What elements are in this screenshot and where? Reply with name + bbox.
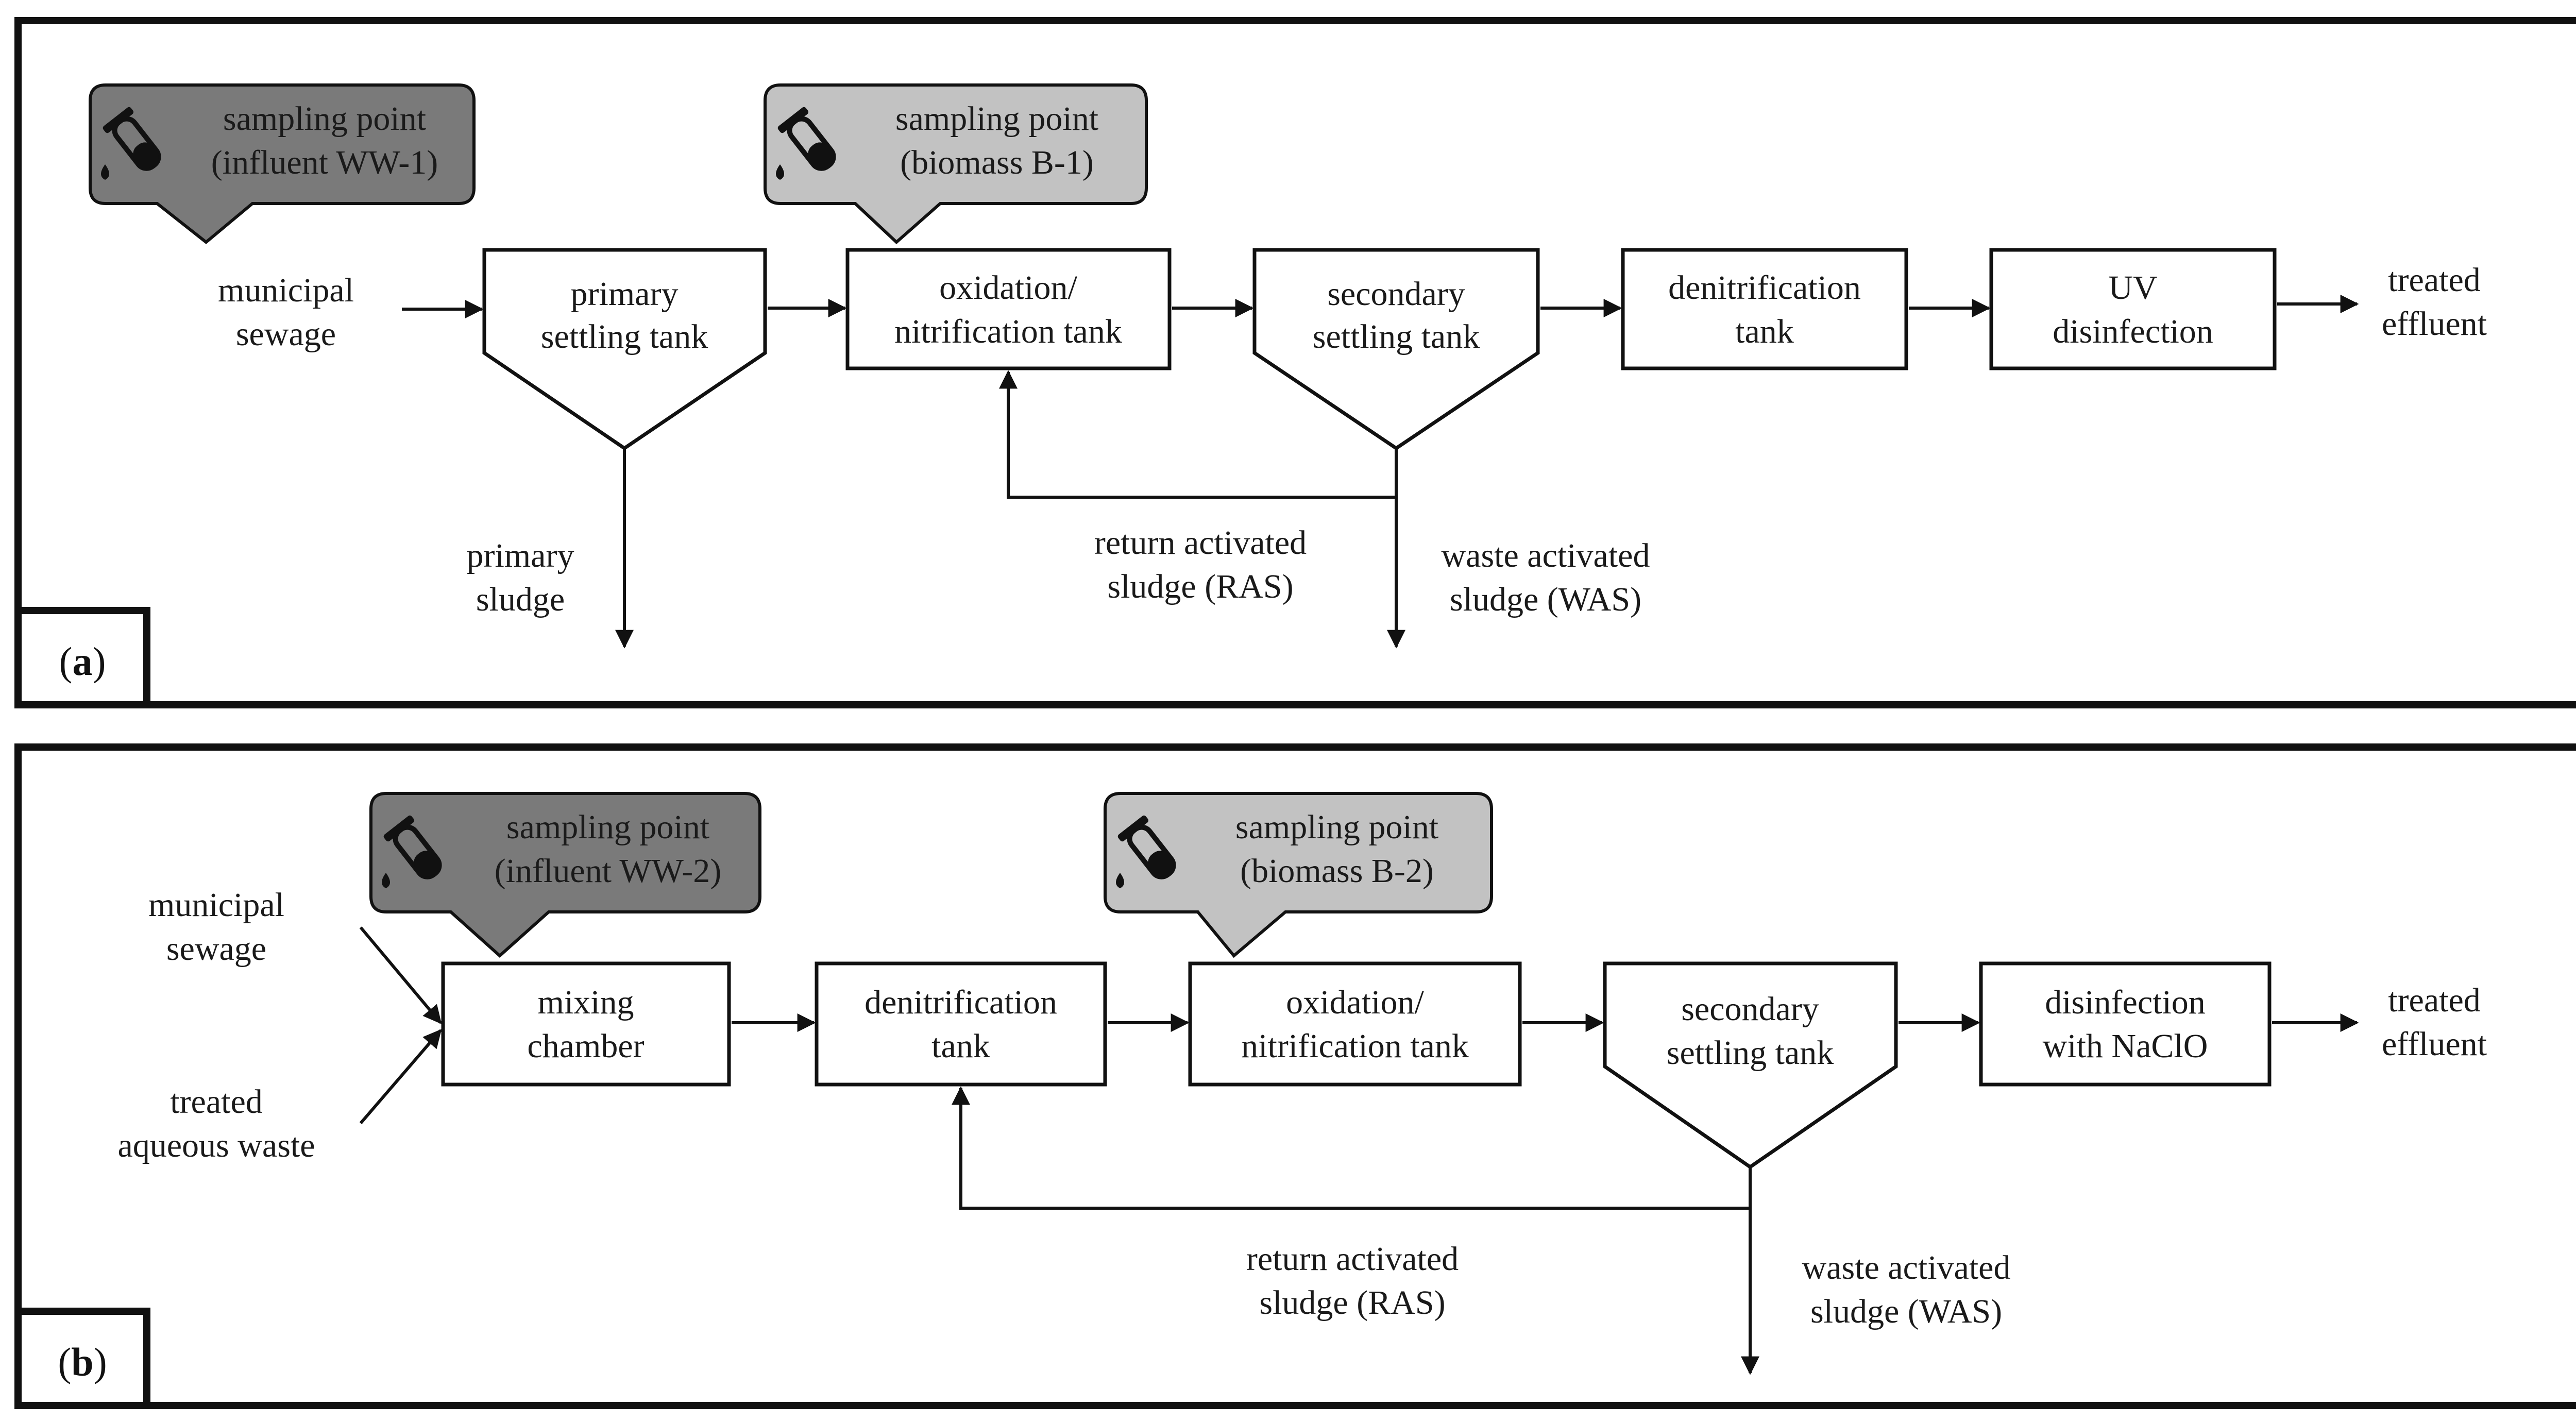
oxidation-nitrification-tank: oxidation/ nitrification tank <box>845 248 1172 370</box>
unit-label-line-2: chamber <box>527 1027 644 1065</box>
unit-label-line-2: disinfection <box>2053 313 2213 350</box>
output-label-line-2: effluent <box>2382 305 2487 343</box>
tank-label-line-2: nitrification tank <box>1241 1027 1469 1065</box>
panel-a: sampling point (influent WW-1) sampling … <box>14 17 2576 708</box>
denitrification-tank: denitrification tank <box>1621 248 1908 370</box>
input-1-line-1: municipal <box>148 886 284 924</box>
panel-label: (b) <box>58 1340 107 1384</box>
unit-label-line-1: UV <box>2108 269 2157 307</box>
sampling-callout-influent-ww1: sampling point (influent WW-1) <box>89 83 476 244</box>
ras-line-2: sludge (RAS) <box>1107 568 1293 605</box>
ras-return-line <box>999 370 1398 499</box>
primary-settling-tank: primary settling tank <box>482 248 767 451</box>
tank-label-line-1: denitrification <box>865 984 1057 1021</box>
input-2-line-1: treated <box>170 1083 263 1121</box>
input-1-line-2: sewage <box>166 930 266 968</box>
ras-line-2: sludge (RAS) <box>1259 1284 1445 1322</box>
secondary-settling-tank: secondary settling tank <box>1252 248 1540 451</box>
mixing-chamber: mixing chamber <box>441 961 731 1087</box>
ras-line-1: return activated <box>1094 524 1307 562</box>
flow-arrow <box>359 926 442 1024</box>
callout-line-2: (biomass B-1) <box>900 144 1094 181</box>
denitrification-tank: denitrification tank <box>815 961 1107 1087</box>
output-label-line-2: effluent <box>2382 1025 2487 1063</box>
panel-a-frame <box>14 17 2576 708</box>
was-line-2: sludge (WAS) <box>1450 581 1641 618</box>
sampling-callout-influent-ww2: sampling point (influent WW-2) <box>369 792 761 958</box>
tank-label-line-2: nitrification tank <box>894 313 1122 350</box>
unit-label-line-1: mixing <box>537 984 634 1021</box>
input-label-line-2: sewage <box>236 315 336 353</box>
tank-label-line-2: tank <box>1735 313 1794 350</box>
tank-label-line-2: settling tank <box>541 318 708 356</box>
callout-line-2: (biomass B-2) <box>1240 852 1434 890</box>
ras-line-1: return activated <box>1246 1240 1459 1278</box>
panel-b-frame <box>14 743 2576 1409</box>
tank-label-line-1: secondary <box>1327 275 1465 313</box>
sampling-callout-biomass-b2: sampling point (biomass B-2) <box>1104 792 1493 958</box>
oxidation-nitrification-tank: oxidation/ nitrification tank <box>1188 961 1522 1087</box>
tank-label-line-1: denitrification <box>1668 269 1861 307</box>
primary-sludge-line-1: primary <box>467 537 574 574</box>
tank-label-line-2: settling tank <box>1667 1034 1834 1072</box>
tank-label-line-2: settling tank <box>1313 318 1480 356</box>
output-label-line-1: treated <box>2388 981 2481 1019</box>
tank-label-line-1: oxidation/ <box>939 269 1077 307</box>
callout-line-2: (influent WW-2) <box>495 852 721 890</box>
ras-return-line <box>952 1086 1752 1210</box>
was-line-2: sludge (WAS) <box>1810 1293 2002 1330</box>
primary-sludge-line-2: sludge <box>476 581 565 618</box>
input-label-line-1: municipal <box>218 272 354 309</box>
callout-line-1: sampling point <box>223 100 426 138</box>
was-line-1: waste activated <box>1802 1249 2011 1286</box>
secondary-settling-tank: secondary settling tank <box>1603 961 1898 1170</box>
panel-b: sampling point (influent WW-2) sampling … <box>14 743 2576 1409</box>
tank-label-line-2: tank <box>931 1027 990 1065</box>
panel-label-box <box>14 1308 150 1409</box>
tank-label-line-1: oxidation/ <box>1286 984 1424 1021</box>
was-line-1: waste activated <box>1442 537 1650 574</box>
callout-line-1: sampling point <box>506 808 709 846</box>
callout-line-2: (influent WW-1) <box>211 144 438 181</box>
output-label-line-1: treated <box>2388 261 2481 299</box>
unit-label-line-2: with NaClO <box>2043 1027 2208 1065</box>
panel-label-box <box>14 607 150 708</box>
panel-label: (a) <box>59 639 106 684</box>
uv-disinfection-unit: UV disinfection <box>1989 248 2277 370</box>
callout-line-1: sampling point <box>1235 808 1438 846</box>
tank-label-line-1: primary <box>571 275 679 313</box>
callout-line-1: sampling point <box>895 100 1098 138</box>
unit-label-line-1: disinfection <box>2045 984 2206 1021</box>
sampling-callout-biomass-b1: sampling point (biomass B-1) <box>764 83 1148 245</box>
naclo-disinfection-unit: disinfection with NaClO <box>1979 961 2272 1087</box>
tank-label-line-1: secondary <box>1681 990 1819 1028</box>
input-2-line-2: aqueous waste <box>117 1127 315 1164</box>
flow-arrow <box>359 1029 442 1124</box>
